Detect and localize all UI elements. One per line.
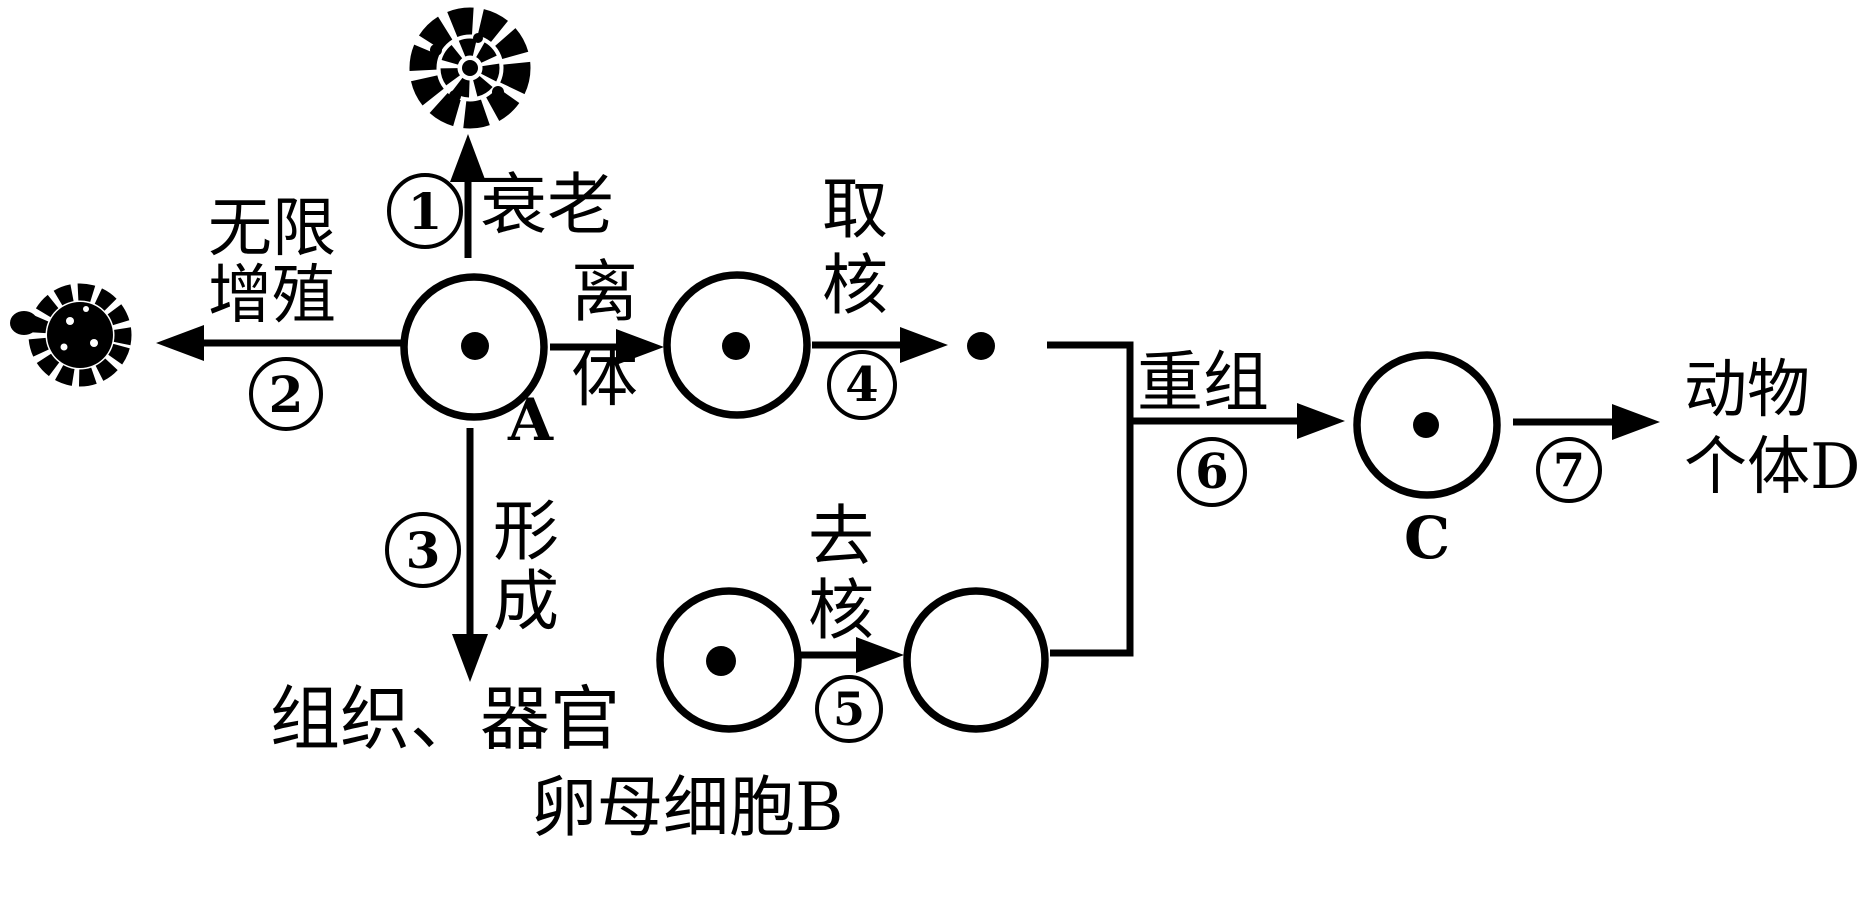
senescent-cell-mass — [409, 7, 531, 129]
isolated-nucleus — [967, 332, 995, 360]
arrow-6-recombine — [1130, 403, 1345, 439]
isolate-label: 离体 — [560, 256, 638, 426]
enucleated-oocyte — [903, 587, 1049, 733]
step-6-badge: 6 — [1177, 437, 1247, 507]
senescence-label: 衰老 — [480, 166, 614, 244]
cell-a-nucleus — [461, 332, 489, 360]
arrow-1-senescence — [450, 134, 486, 258]
cultured-cell-nucleus — [722, 332, 750, 360]
recombined-cell-c — [1353, 351, 1501, 499]
combine-bracket — [1047, 341, 1134, 657]
step-1-badge: 1 — [387, 173, 463, 249]
arrow-4-take-nucleus — [812, 327, 948, 363]
step-7-badge: 7 — [1536, 437, 1602, 503]
arrow-2-proliferation — [156, 325, 403, 361]
step-2-badge: 2 — [249, 357, 323, 431]
arrow-5-remove-nucleus — [800, 637, 904, 673]
cell-a-label: A — [508, 386, 554, 454]
recombine-label: 重组 — [1137, 344, 1269, 421]
animal-individual-d-label: 动物 个体D — [1684, 353, 1861, 503]
take-nucleus-label: 取核 — [811, 174, 888, 326]
cell-c-nucleus — [1413, 412, 1439, 438]
oocyte-b-label: 卵母细胞B — [531, 769, 844, 846]
cultured-cell — [663, 271, 811, 419]
step-4-badge: 4 — [827, 350, 897, 420]
arrow-isolate — [550, 329, 664, 365]
cell-a — [400, 273, 548, 421]
oocyte-nucleus — [706, 646, 736, 676]
remove-nucleus-label: 去核 — [797, 501, 874, 649]
cell-c-label: C — [1404, 504, 1451, 572]
step-5-badge: 5 — [815, 675, 883, 743]
proliferating-cell-mass — [10, 283, 132, 387]
arrow-3-form-tissues — [452, 428, 488, 682]
oocyte-cell-b — [656, 587, 802, 733]
unlimited-proliferation-label: 无限 增殖 — [208, 192, 336, 334]
form-label: 形成 — [482, 496, 559, 636]
arrow-7-develop — [1513, 404, 1660, 440]
step-3-badge: 3 — [385, 512, 461, 588]
tissues-organs-label: 组织、器官 — [270, 678, 620, 760]
